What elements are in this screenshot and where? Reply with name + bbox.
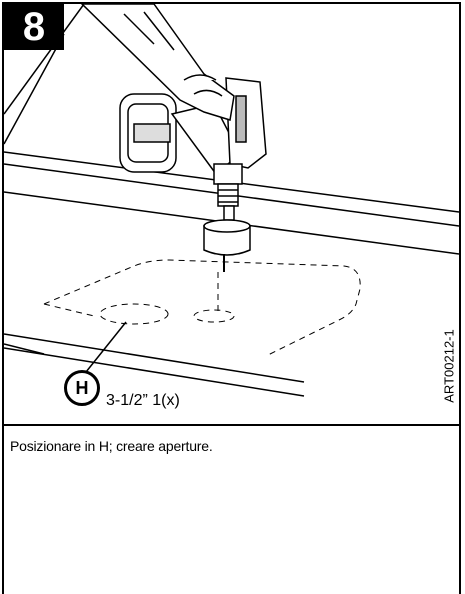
callout-leader xyxy=(85,321,127,373)
hand-icon xyxy=(80,3,235,121)
art-code-label: ART00212-1 xyxy=(441,329,457,403)
step-illustration: 8 H 3-1/2” 1(x) ART00212-1 xyxy=(3,3,460,424)
cutout-outline xyxy=(43,259,361,357)
step-number-badge: 8 xyxy=(4,4,64,50)
hole-size-label: 3-1/2” 1(x) xyxy=(106,392,180,409)
step-caption: Posizionare in H; creare aperture. xyxy=(10,438,213,454)
callout-letter: H xyxy=(75,378,89,398)
drilling-illustration xyxy=(3,3,460,397)
divider xyxy=(4,424,459,426)
cordless-drill-icon xyxy=(119,77,267,207)
callout-h: H xyxy=(64,370,100,406)
hole-saw-icon xyxy=(203,205,251,272)
